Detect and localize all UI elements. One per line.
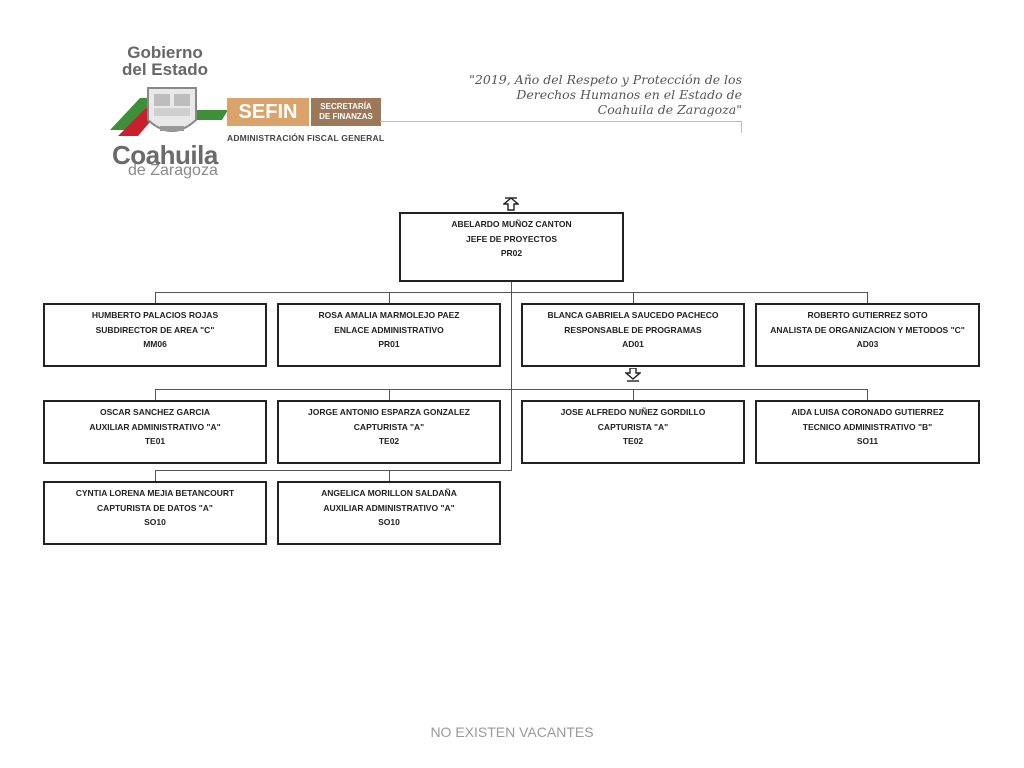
position-code: PR01 bbox=[378, 339, 400, 349]
position-name: ABELARDO MUÑOZ CANTON bbox=[451, 219, 572, 229]
up-arrow-icon bbox=[503, 197, 519, 211]
logo-coahuila: Coahuila bbox=[112, 140, 218, 170]
org-box-row3-2: ANGELICA MORILLON SALDAÑA AUXILIAR ADMIN… bbox=[277, 481, 501, 545]
header-divider-tick bbox=[741, 121, 742, 133]
position-code: TE02 bbox=[622, 436, 644, 446]
position-name: OSCAR SANCHEZ GARCIA bbox=[99, 407, 211, 417]
sefin-logo: SEFIN SECRETARÍA DE FINANZAS bbox=[227, 98, 381, 126]
position-name: JOSE ALFREDO NUÑEZ GORDILLO bbox=[560, 407, 706, 417]
logo-line-del-estado: del Estado bbox=[122, 60, 208, 79]
connector-row2-drop-2 bbox=[389, 389, 390, 401]
org-box-row2-4: AIDA LUISA CORONADO GUTIERREZ TECNICO AD… bbox=[755, 400, 980, 464]
position-code: SO10 bbox=[144, 517, 166, 527]
org-box-head: ABELARDO MUÑOZ CANTON JEFE DE PROYECTOS … bbox=[399, 212, 624, 282]
down-arrow-icon bbox=[625, 368, 641, 382]
connector-row1-drop-3 bbox=[633, 292, 634, 304]
position-code: MM06 bbox=[143, 339, 167, 349]
sefin-sub-line1: SECRETARÍA bbox=[320, 102, 372, 111]
header-divider bbox=[380, 121, 742, 122]
connector-row2-drop-1 bbox=[155, 389, 156, 401]
vacancies-note: NO EXISTEN VACANTES bbox=[430, 724, 594, 740]
position-title: CAPTURISTA "A" bbox=[597, 421, 669, 432]
connector-row3-drop-1 bbox=[155, 470, 156, 482]
org-box-row2-2: JORGE ANTONIO ESPARZA GONZALEZ CAPTURIST… bbox=[277, 400, 501, 464]
coat-of-arms-icon bbox=[110, 87, 228, 136]
position-name: AIDA LUISA CORONADO GUTIERREZ bbox=[791, 407, 944, 417]
position-code: SO10 bbox=[378, 517, 400, 527]
position-title: AUXILIAR ADMINISTRATIVO "A" bbox=[89, 421, 221, 432]
position-title: ENLACE ADMINISTRATIVO bbox=[334, 324, 444, 335]
org-box-row2-3: JOSE ALFREDO NUÑEZ GORDILLO CAPTURISTA "… bbox=[521, 400, 745, 464]
connector-row2-drop-4 bbox=[867, 389, 868, 401]
org-box-row1-1: HUMBERTO PALACIOS ROJAS SUBDIRECTOR DE A… bbox=[43, 303, 267, 367]
position-title: CAPTURISTA "A" bbox=[353, 421, 425, 432]
position-name: ANGELICA MORILLON SALDAÑA bbox=[321, 488, 457, 498]
government-logo-text: Gobierno del Estado bbox=[110, 44, 220, 78]
org-box-row1-4: ROBERTO GUTIERREZ SOTO ANALISTA DE ORGAN… bbox=[755, 303, 980, 367]
position-code: SO11 bbox=[856, 436, 879, 446]
logo-line-gobierno: Gobierno bbox=[127, 43, 203, 62]
org-box-row3-1: CYNTIA LORENA MEJIA BETANCOURT CAPTURIST… bbox=[43, 481, 267, 545]
org-box-row1-3: BLANCA GABRIELA SAUCEDO PACHECO RESPONSA… bbox=[521, 303, 745, 367]
position-title: RESPONSABLE DE PROGRAMAS bbox=[564, 324, 702, 335]
connector-row2-drop-3 bbox=[633, 389, 634, 401]
position-name: JORGE ANTONIO ESPARZA GONZALEZ bbox=[308, 407, 470, 417]
connector-row1-drop-4 bbox=[867, 292, 868, 304]
position-code: AD01 bbox=[622, 339, 644, 349]
position-code: PR02 bbox=[500, 248, 523, 258]
org-box-row2-1: OSCAR SANCHEZ GARCIA AUXILIAR ADMINISTRA… bbox=[43, 400, 267, 464]
position-title: AUXILIAR ADMINISTRATIVO "A" bbox=[323, 502, 455, 513]
connector-row3-bar bbox=[155, 470, 512, 471]
position-code: TE01 bbox=[144, 436, 166, 446]
position-title: JEFE DE PROYECTOS bbox=[465, 233, 557, 244]
sefin-label: SEFIN bbox=[227, 98, 309, 126]
sefin-secretaria: SECRETARÍA DE FINANZAS bbox=[311, 98, 381, 126]
sefin-sub-line2: DE FINANZAS bbox=[319, 112, 373, 121]
agency-name: ADMINISTRACIÓN FISCAL GENERAL bbox=[227, 133, 385, 143]
logo-de-zaragoza: de Zaragoza bbox=[128, 162, 218, 179]
position-name: BLANCA GABRIELA SAUCEDO PACHECO bbox=[547, 310, 719, 320]
motto-text: "2019, Año del Respeto y Protección de l… bbox=[469, 72, 742, 117]
position-name: ROSA AMALIA MARMOLEJO PAEZ bbox=[318, 310, 460, 320]
position-name: ROBERTO GUTIERREZ SOTO bbox=[807, 310, 928, 320]
position-code: TE02 bbox=[378, 436, 400, 446]
connector-trunk bbox=[511, 281, 512, 470]
position-title: SUBDIRECTOR DE AREA "C" bbox=[95, 324, 215, 335]
position-title: TECNICO ADMINISTRATIVO "B" bbox=[802, 421, 933, 432]
position-code: AD03 bbox=[856, 339, 879, 349]
connector-row1-drop-2 bbox=[389, 292, 390, 304]
connector-row3-drop-2 bbox=[389, 470, 390, 482]
position-title: ANALISTA DE ORGANIZACION Y METODOS "C" bbox=[770, 324, 965, 335]
connector-row1-bar bbox=[155, 292, 868, 293]
org-box-row1-2: ROSA AMALIA MARMOLEJO PAEZ ENLACE ADMINI… bbox=[277, 303, 501, 367]
connector-row2-bar bbox=[155, 389, 868, 390]
connector-row1-drop-1 bbox=[155, 292, 156, 304]
position-title: CAPTURISTA DE DATOS "A" bbox=[97, 502, 213, 513]
position-name: CYNTIA LORENA MEJIA BETANCOURT bbox=[75, 488, 235, 498]
position-name: HUMBERTO PALACIOS ROJAS bbox=[91, 310, 219, 320]
